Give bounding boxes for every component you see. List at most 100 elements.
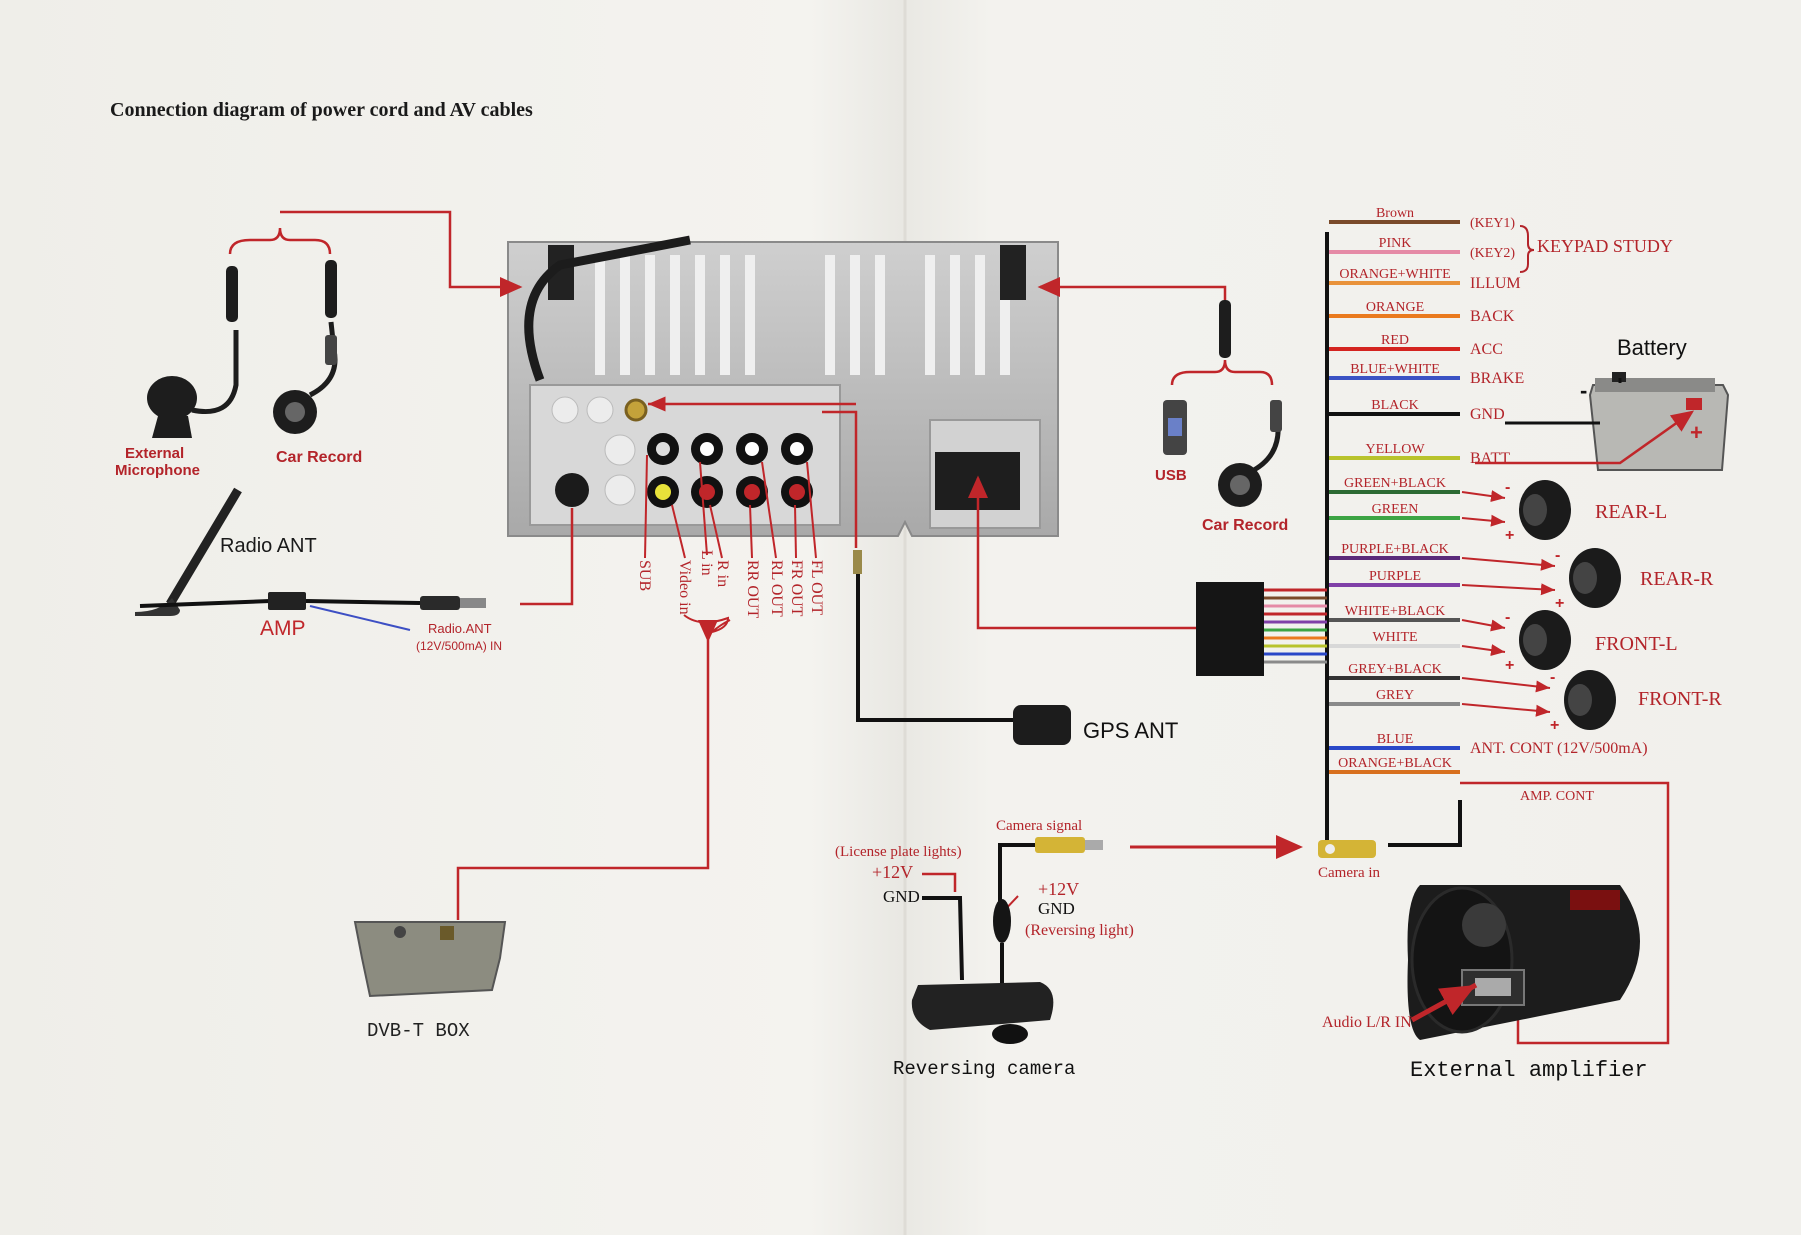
v12-left-label: +12V xyxy=(872,862,913,882)
wire-row: GREEN xyxy=(1329,502,1460,520)
car-record-label-left: Car Record xyxy=(276,449,362,466)
wire-function-label: ANT. CONT (12V/500mA) xyxy=(1470,740,1648,757)
camera-in-label: Camera in xyxy=(1318,865,1381,881)
wire-harness xyxy=(968,232,1329,840)
speaker-icon xyxy=(1564,670,1616,730)
wire-row: ORANGE+BLACK xyxy=(1329,756,1460,774)
reversing-light-label: (Reversing light) xyxy=(1025,922,1134,939)
gnd-right-label: GND xyxy=(1038,899,1075,918)
gps-antenna-icon xyxy=(1013,705,1071,745)
antenna-lead xyxy=(524,235,691,382)
wire-function-label: BRAKE xyxy=(1470,370,1524,387)
speaker-neg-sign: - xyxy=(1505,479,1510,496)
gps-ant-label: GPS ANT xyxy=(1083,718,1178,743)
wire-row: Brown(KEY1) xyxy=(1329,206,1515,231)
amp-module xyxy=(268,592,306,610)
speaker-lead-arrow xyxy=(1461,677,1551,693)
wire-color-label: ORANGE+BLACK xyxy=(1338,756,1452,771)
wire-row: PINK (KEY2) xyxy=(1329,236,1515,261)
audio-lr-in-label: Audio L/R IN xyxy=(1322,1014,1412,1031)
harness-connector xyxy=(1196,582,1264,676)
radio-ant-in-label-2: (12V/500mA) IN xyxy=(416,639,502,653)
speaker-pos-sign: + xyxy=(1550,717,1559,734)
rca-label-rr-out: RR OUT xyxy=(744,560,761,618)
speaker-neg-sign: - xyxy=(1555,547,1560,564)
wire-row: WHITE+BLACK xyxy=(1329,604,1460,622)
dvb-t-box-icon xyxy=(353,921,507,998)
microphone-icon xyxy=(147,376,197,420)
speaker-label-front-l: FRONT-L xyxy=(1595,633,1678,655)
wire-color-label: GREEN xyxy=(1372,502,1419,517)
gnd-left-label: GND xyxy=(883,887,920,906)
speaker-lead-arrow xyxy=(1461,514,1506,527)
wire-row: PURPLE+BLACK xyxy=(1329,542,1460,560)
speaker-label-front-r: FRONT-R xyxy=(1638,688,1722,710)
wire-row: ORANGE BACK xyxy=(1329,300,1515,325)
reversing-camera-label: Reversing camera xyxy=(893,1058,1075,1080)
radio-ant-socket xyxy=(555,473,589,507)
wire-color-label: PINK xyxy=(1379,236,1412,251)
microphone-group: External Microphone Car Record xyxy=(115,210,523,479)
wire-row: WHITE xyxy=(1329,630,1460,648)
wire-color-label: ORANGE+WHITE xyxy=(1339,267,1450,282)
external-amplifier-label: External amplifier xyxy=(1410,1058,1648,1083)
rca-label-sub: SUB xyxy=(636,560,653,591)
battery-minus: - xyxy=(1580,378,1587,403)
wire-color-label: GREEN+BLACK xyxy=(1344,476,1446,491)
speakers: -+-+-+-+ REAR-L REAR-R FRONT-L FRONT-R xyxy=(1461,479,1722,734)
wire-function-label: ACC xyxy=(1470,341,1503,358)
usb-group: USB Car Record xyxy=(1037,277,1288,534)
wire-function-label: BACK xyxy=(1470,308,1515,325)
wire-row: GREEN+BLACK xyxy=(1329,476,1460,494)
speaker-icon xyxy=(1519,610,1571,670)
battery-label: Battery xyxy=(1617,335,1687,360)
speaker-neg-sign: - xyxy=(1505,609,1510,626)
speaker-pos-sign: + xyxy=(1555,595,1564,612)
dvb-t-box: DVB-T BOX xyxy=(353,620,718,1042)
wire-color-label: RED xyxy=(1381,333,1409,348)
wire-color-label: BLUE xyxy=(1377,732,1414,747)
wire-function-label: BATT xyxy=(1470,450,1510,467)
wire-row: GREY+BLACK xyxy=(1329,662,1460,680)
radio-antenna-group: Radio ANT AMP Radio.ANT (12V/500mA) IN xyxy=(135,487,574,653)
external-microphone-label-2: Microphone xyxy=(115,462,200,479)
dvb-t-box-label: DVB-T BOX xyxy=(367,1020,470,1042)
speaker-lead-arrow xyxy=(1461,583,1556,596)
wire-color-label: GREY xyxy=(1376,688,1414,703)
usb-label: USB xyxy=(1155,467,1187,484)
speaker-pos-sign: + xyxy=(1505,527,1514,544)
rca-label-video-in: Video in xyxy=(676,560,693,615)
license-plate-label: (License plate lights) xyxy=(835,844,962,860)
external-microphone-label-1: External xyxy=(125,445,184,462)
wire-row: PURPLE xyxy=(1329,569,1460,587)
rca-label-r-in: R in xyxy=(714,560,731,587)
wire-color-label: WHITE xyxy=(1372,630,1417,645)
wire-function-label: (KEY2) xyxy=(1470,246,1515,261)
wire-color-label: YELLOW xyxy=(1365,442,1425,457)
wire-color-label: ORANGE xyxy=(1366,300,1424,315)
wire-color-label: PURPLE xyxy=(1369,569,1421,584)
camera-signal-label: Camera signal xyxy=(996,818,1082,834)
speaker-pos-sign: + xyxy=(1505,657,1514,674)
battery-plus: + xyxy=(1690,420,1703,445)
wire-color-label: GREY+BLACK xyxy=(1348,662,1441,677)
speaker-label-rear-l: REAR-L xyxy=(1595,501,1667,523)
wire-row: GREY xyxy=(1329,688,1460,706)
gps-antenna-group: GPS ANT xyxy=(648,396,1178,745)
amp-cont-label: AMP. CONT xyxy=(1520,789,1594,804)
wire-color-label: WHITE+BLACK xyxy=(1345,604,1445,619)
speaker-neg-sign: - xyxy=(1550,669,1555,686)
head-unit xyxy=(507,235,1059,537)
rca-label-fr-out: FR OUT xyxy=(788,560,805,617)
speaker-lead-arrow xyxy=(1461,644,1506,657)
battery-icon xyxy=(1588,384,1730,471)
rca-labels: SUB Video in L in R in RR OUT RL OUT FR … xyxy=(636,550,825,618)
amp-label: AMP xyxy=(260,617,306,640)
wire-color-label: Brown xyxy=(1376,206,1414,221)
diagram-title: Connection diagram of power cord and AV … xyxy=(110,99,533,121)
radio-antenna-icon xyxy=(166,487,242,607)
wire-color-label: BLACK xyxy=(1371,398,1418,413)
